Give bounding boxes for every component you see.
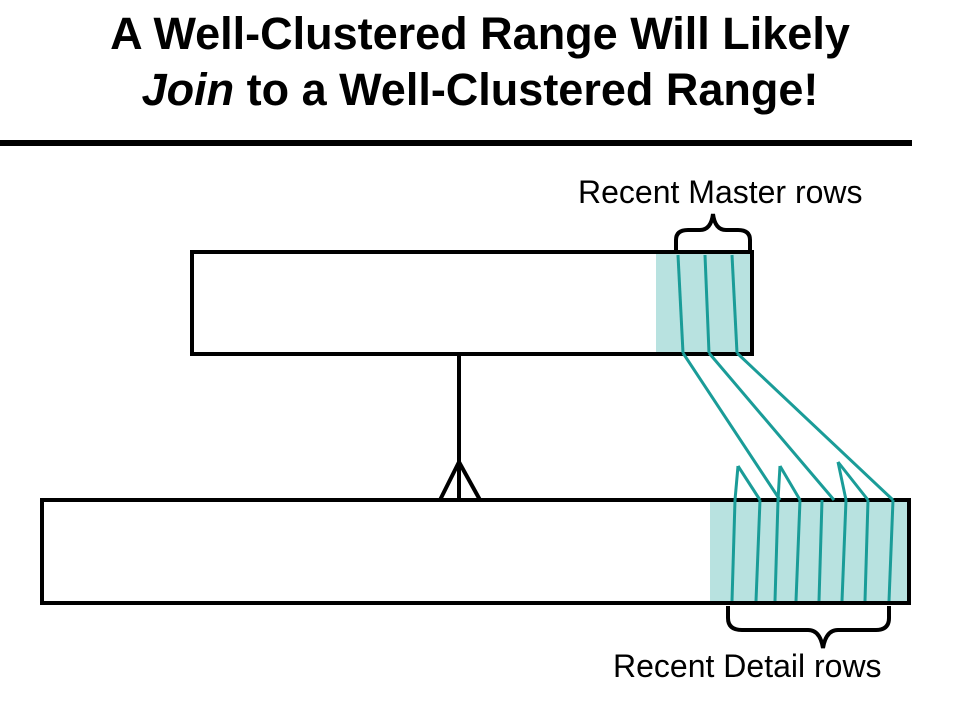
master-row-lines bbox=[676, 254, 739, 354]
join-link-fan bbox=[733, 465, 740, 501]
detail-row-line bbox=[794, 499, 802, 602]
join-link bbox=[681, 352, 782, 501]
detail-row-line bbox=[730, 499, 737, 602]
join-link bbox=[735, 351, 895, 502]
join-link-fan bbox=[776, 465, 782, 501]
detail-brace bbox=[726, 606, 891, 649]
one-to-many-connector bbox=[438, 356, 482, 501]
master-row-line bbox=[703, 254, 711, 354]
detail-recent-highlight bbox=[710, 500, 909, 603]
recent-master-rows-label: Recent Master rows bbox=[578, 174, 863, 210]
master-brace bbox=[674, 213, 752, 252]
join-link-fan bbox=[736, 465, 762, 501]
recent-detail-rows-label: Recent Detail rows bbox=[613, 648, 882, 684]
join-links bbox=[681, 351, 895, 502]
detail-row-line bbox=[840, 499, 848, 602]
master-row-line bbox=[730, 254, 739, 354]
title-line-1: A Well-Clustered Range Will Likely bbox=[110, 8, 850, 59]
join-link-fan bbox=[836, 461, 870, 501]
detail-row-line bbox=[754, 499, 762, 602]
detail-row-line bbox=[817, 499, 824, 602]
join-link-fan bbox=[778, 465, 802, 501]
title-divider bbox=[0, 140, 912, 146]
slide-title: A Well-Clustered Range Will Likely Join … bbox=[0, 6, 960, 118]
master-table bbox=[190, 250, 754, 356]
title-join-word: Join bbox=[141, 64, 235, 115]
detail-table bbox=[40, 498, 911, 605]
detail-row-line bbox=[887, 499, 895, 602]
join-link bbox=[707, 352, 836, 501]
title-line-2: Join to a Well-Clustered Range! bbox=[0, 62, 960, 118]
detail-row-line bbox=[863, 499, 870, 602]
join-link-fan bbox=[836, 461, 848, 501]
master-row-line bbox=[676, 254, 685, 354]
title-line-2-rest: to a Well-Clustered Range! bbox=[234, 64, 819, 115]
detail-row-lines bbox=[730, 499, 895, 602]
detail-row-line bbox=[773, 499, 780, 602]
